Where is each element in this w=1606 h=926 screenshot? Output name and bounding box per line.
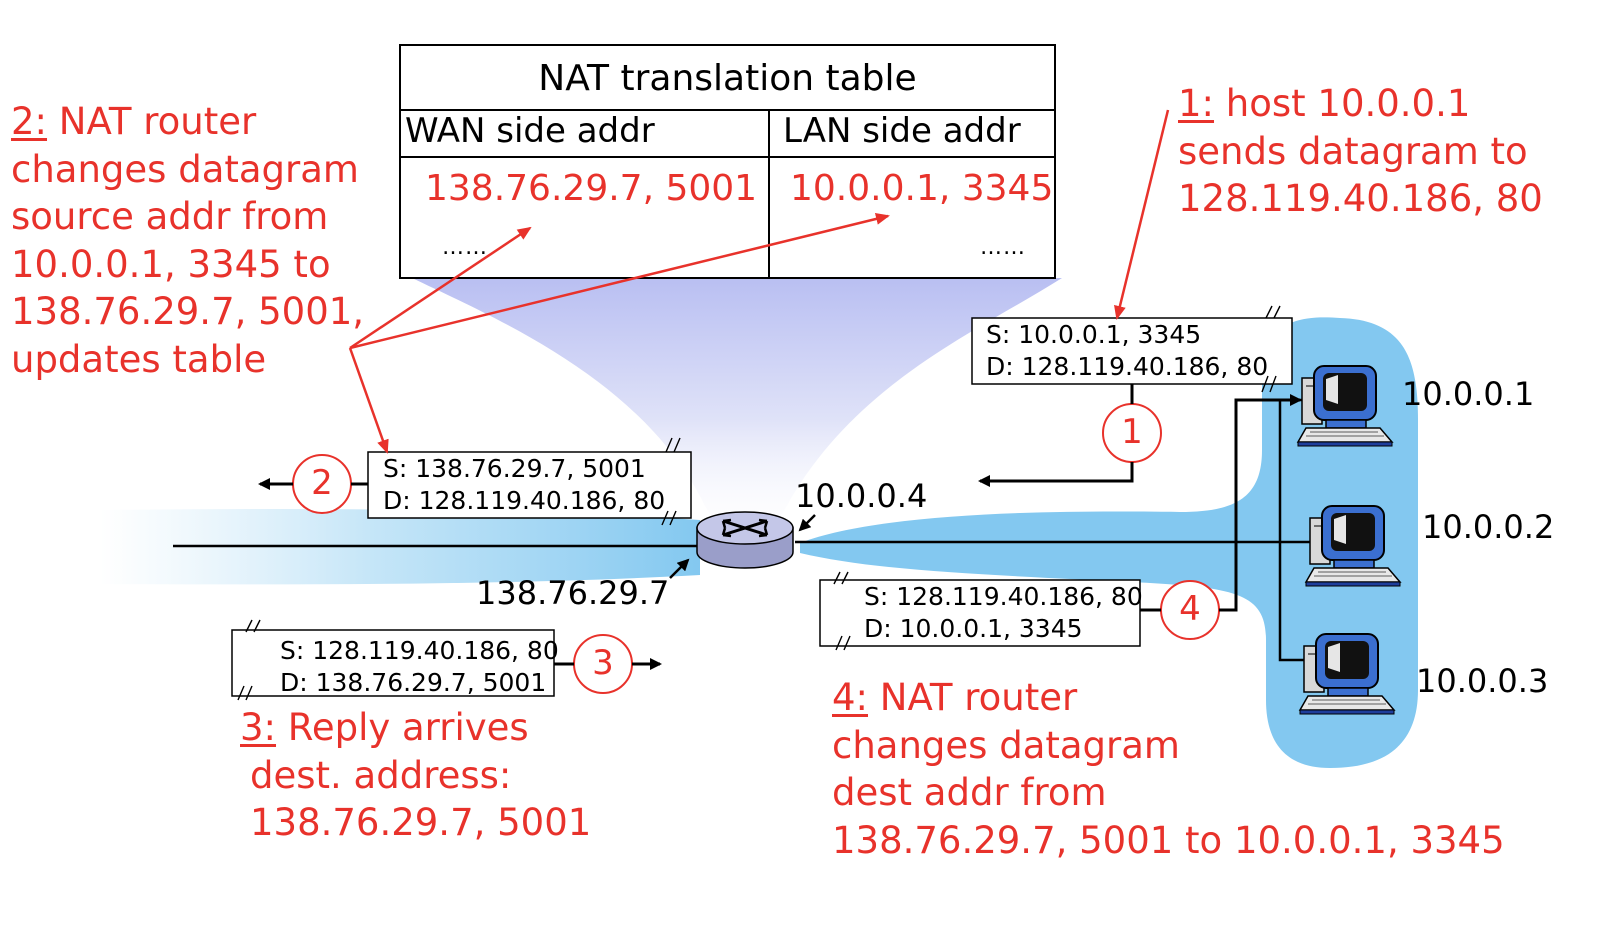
note-1: 1: host 10.0.0.1 sends datagram to 128.1… (1178, 80, 1543, 223)
router-lan-address: 10.0.0.4 (795, 477, 928, 515)
note2-arrow-lan (349, 213, 890, 350)
lan-side-more: …… (980, 235, 1026, 260)
pointer-wan-addr (669, 558, 690, 579)
note-2-line-2: changes datagram (11, 147, 359, 191)
step-2-label: 2 (311, 463, 333, 503)
note-4-line-1: NAT router (868, 676, 1078, 719)
note-2-number: 2: (11, 100, 48, 143)
break-marks (237, 305, 1281, 701)
packet-1-box (971, 317, 1293, 385)
note1-arrow (1114, 109, 1170, 320)
step-3-label: 3 (592, 643, 614, 683)
note-2-line-5: 138.76.29.7, 5001, (11, 290, 365, 333)
host-3-address: 10.0.0.3 (1416, 662, 1549, 700)
flow-arrow-1 (978, 462, 1134, 487)
packet-3-dest: D: 138.76.29.7, 5001 (280, 668, 547, 697)
host-1-address: 10.0.0.1 (1402, 375, 1535, 413)
table-funnel (412, 278, 1062, 535)
note-4-line-4: 138.76.29.7, 5001 to 10.0.0.1, 3345 (832, 818, 1505, 862)
note-3-line-1: Reply arrives (276, 706, 529, 749)
packet-1-source: S: 10.0.0.1, 3345 (986, 320, 1202, 349)
step-4-label: 4 (1179, 589, 1201, 629)
router-icon (696, 511, 794, 569)
note-1-line-2: sends datagram to (1178, 129, 1528, 173)
wan-side-entry: 138.76.29.7, 5001 (425, 168, 758, 209)
note-4-line-3: dest addr from (832, 771, 1107, 814)
packet-4-source: S: 128.119.40.186, 80 (864, 582, 1143, 611)
flow-arrow-4 (1219, 394, 1302, 612)
packet-4-box (819, 579, 1141, 647)
packet-2-box (367, 451, 692, 519)
note-4: 4: NAT router changes datagram dest addr… (832, 674, 1505, 864)
wan-side-more: …… (442, 235, 488, 260)
nat-table-border (399, 44, 1056, 279)
note2-arrow-wan (349, 226, 532, 350)
packet-4: S: 128.119.40.186, 80 D: 10.0.0.1, 3345 (864, 581, 1143, 645)
host-2-address: 10.0.0.2 (1422, 508, 1555, 546)
note-3-number: 3: (240, 706, 277, 749)
lan-side-entry: 10.0.0.1, 3345 (790, 168, 1054, 209)
note-2-line-4: 10.0.0.1, 3345 to (11, 242, 331, 286)
step-1-label: 1 (1121, 412, 1143, 452)
wan-side-header: WAN side addr (405, 111, 655, 151)
nat-table-title: NAT translation table (538, 58, 917, 99)
note-2-line-1: NAT router (47, 100, 257, 143)
note-2-line-3: source addr from (11, 195, 329, 238)
packet-1: S: 10.0.0.1, 3345 D: 128.119.40.186, 80 (986, 319, 1268, 383)
note2-arrow-packet (348, 347, 389, 454)
packet-4-dest: D: 10.0.0.1, 3345 (864, 614, 1083, 643)
packet-3-box (231, 629, 555, 697)
note-3-line-3: 138.76.29.7, 5001 (250, 801, 592, 844)
note-1-number: 1: (1178, 82, 1215, 125)
note-2: 2: NAT router changes datagram source ad… (11, 98, 364, 383)
lan-side-header: LAN side addr (783, 111, 1021, 151)
packet-3: S: 128.119.40.186, 80 D: 138.76.29.7, 50… (280, 635, 559, 699)
note-3-line-2: dest. address: (250, 753, 512, 797)
note-1-line-1: host 10.0.0.1 (1214, 82, 1471, 125)
note-4-line-2: changes datagram (832, 723, 1180, 767)
note-1-line-3: 128.119.40.186, 80 (1178, 177, 1543, 220)
packet-1-dest: D: 128.119.40.186, 80 (986, 352, 1269, 381)
packet-2-dest: D: 128.119.40.186, 80 (383, 486, 666, 515)
note-3: 3: Reply arrives dest. address: 138.76.2… (240, 704, 591, 847)
router-wan-address: 138.76.29.7 (476, 574, 670, 612)
pointer-lan-addr (798, 514, 816, 532)
packet-2: S: 138.76.29.7, 5001 D: 128.119.40.186, … (383, 453, 665, 517)
packet-3-source: S: 128.119.40.186, 80 (280, 636, 559, 665)
note-2-line-6: updates table (11, 337, 267, 381)
packet-2-source: S: 138.76.29.7, 5001 (383, 454, 646, 483)
note-4-number: 4: (832, 676, 869, 719)
